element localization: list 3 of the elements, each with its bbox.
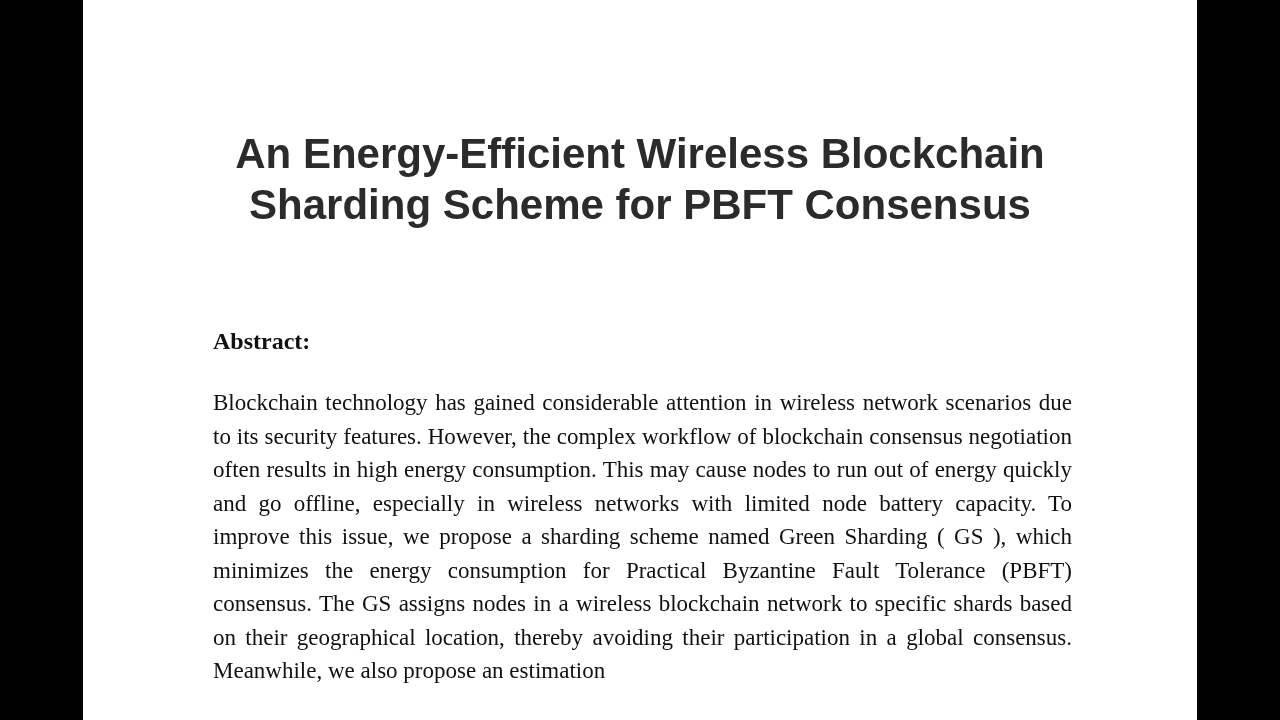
- abstract-paragraph: Blockchain technology has gained considerable attention in wireless network scenarios due to its security features. However, the complex workflow of blockchain consensus negotiation often results in high energy consumption. This may cause nodes to run out of energy quickly and go offline, especially in wireless networks with limited node battery capacity. To improve this issue, we propose a sharding scheme named Green Sharding ( GS ), which minimizes the energy consumption for Practical Byzantine Fault Tolerance (PBFT) consensus. The GS assigns nodes in a wireless blockchain network to specific shards based on their geographical location, thereby avoiding their participation in a global consensus. Meanwhile, we also propose an estimation: [213, 389, 1072, 685]
- section-heading: Abstract:: [213, 328, 311, 355]
- paper-title: An Energy-Efficient Wireless Blockchain Sharding Scheme for PBFT Consensus: [234, 129, 1046, 230]
